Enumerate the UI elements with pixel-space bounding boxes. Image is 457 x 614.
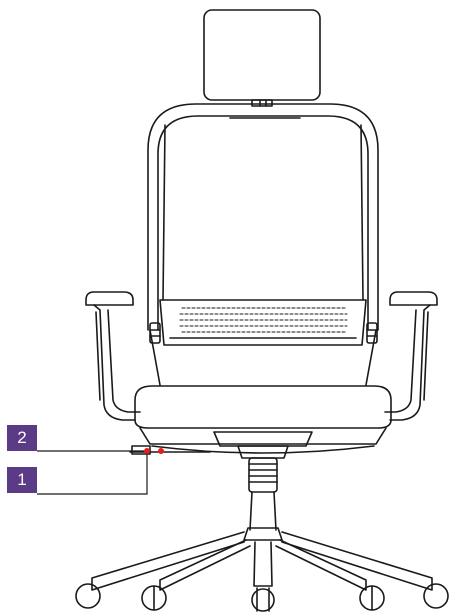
gas-cylinder [248,457,278,531]
caster-far-right [423,583,449,609]
headrest [203,9,321,107]
callout-1-leader [37,452,148,495]
caster-far-left [75,583,101,609]
lumbar-perforation-pattern [179,307,348,333]
lumbar-support [149,299,378,346]
seat-mechanism [129,431,313,459]
lever-marker-2 [158,448,164,454]
backrest-frame [147,103,379,386]
left-armrest [85,291,141,421]
seat [134,385,392,454]
right-armrest [384,291,438,421]
star-base [91,527,433,591]
callout-label-2: 2 [17,428,27,447]
casters [75,583,449,612]
callout-badge-2: 2 [7,425,37,451]
lever-marker-1 [144,448,150,454]
caster-center [251,588,275,612]
callout-label-1: 1 [17,470,27,489]
callout-badge-1: 1 [7,467,37,493]
